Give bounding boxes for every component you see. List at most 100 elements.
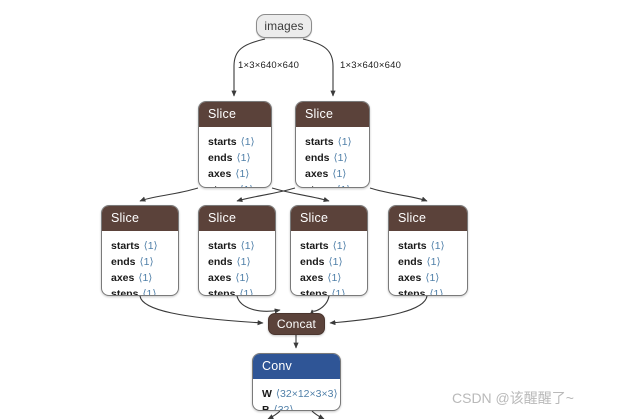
attr-name-axes: axes bbox=[208, 272, 232, 284]
attr-row-ends: ends⟨1⟩ bbox=[398, 254, 458, 270]
attr-row-weight: W⟨32×12×3×3⟩ bbox=[262, 386, 338, 402]
attr-value-steps: ⟨1⟩ bbox=[429, 288, 444, 296]
attr-name-steps: steps bbox=[300, 288, 328, 296]
attr-name-steps: steps bbox=[111, 288, 139, 296]
attr-value-starts: ⟨1⟩ bbox=[337, 136, 352, 148]
attr-row-ends: ends⟨1⟩ bbox=[208, 150, 262, 166]
attr-row-steps: steps⟨1⟩ bbox=[300, 286, 358, 296]
slice-node-top-2[interactable]: Slice starts⟨1⟩ ends⟨1⟩ axes⟨1⟩ steps⟨1⟩ bbox=[295, 101, 370, 188]
attr-row-axes: axes⟨1⟩ bbox=[398, 270, 458, 286]
attr-row-bias: B⟨32⟩ bbox=[262, 402, 331, 411]
slice-node-bottom-3[interactable]: Slice starts⟨1⟩ ends⟨1⟩ axes⟨1⟩ steps⟨1⟩ bbox=[290, 205, 368, 296]
slice-node-top-1-attrs: starts⟨1⟩ ends⟨1⟩ axes⟨1⟩ steps⟨1⟩ bbox=[199, 127, 271, 187]
attr-name-ends: ends bbox=[300, 256, 325, 268]
attr-name-starts: starts bbox=[208, 240, 237, 252]
attr-name-bias: B bbox=[262, 404, 270, 411]
attr-value-steps: ⟨1⟩ bbox=[336, 184, 350, 187]
attr-row-steps: steps⟨1⟩ bbox=[398, 286, 458, 296]
attr-row-steps: steps ⟨1⟩ bbox=[208, 182, 262, 187]
slice-node-bottom-2[interactable]: Slice starts⟨1⟩ ends⟨1⟩ axes⟨1⟩ steps⟨1⟩ bbox=[198, 205, 276, 296]
attr-name-steps: steps bbox=[208, 288, 236, 296]
slice-node-top-1-header: Slice bbox=[199, 102, 271, 127]
conv-node-attrs: W⟨32×12×3×3⟩ B⟨32⟩ bbox=[253, 379, 340, 411]
attr-value-ends: ⟨1⟩ bbox=[333, 152, 348, 164]
attr-row-steps: steps⟨1⟩ bbox=[208, 286, 266, 296]
attr-value-steps: ⟨1⟩ bbox=[142, 288, 157, 296]
attr-name-axes: axes bbox=[398, 272, 422, 284]
edge-slice-b-to-slice-4 bbox=[369, 187, 428, 202]
attr-value-axes: ⟨1⟩ bbox=[235, 272, 250, 284]
slice-node-bottom-2-header: Slice bbox=[199, 206, 275, 231]
edge-conv-out-right bbox=[311, 410, 325, 419]
concat-node[interactable]: Concat bbox=[268, 313, 325, 335]
slice-node-top-2-header: Slice bbox=[296, 102, 369, 127]
attr-name-starts: starts bbox=[398, 240, 427, 252]
attr-name-axes: axes bbox=[208, 168, 232, 180]
slice-node-top-1[interactable]: Slice starts⟨1⟩ ends⟨1⟩ axes⟨1⟩ steps⟨1⟩ bbox=[198, 101, 272, 188]
attr-name-steps: steps bbox=[305, 184, 332, 187]
slice-node-bottom-4-attrs: starts⟨1⟩ ends⟨1⟩ axes⟨1⟩ steps⟨1⟩ bbox=[389, 231, 467, 296]
edge-slice-2-to-concat bbox=[236, 295, 281, 314]
edge-slice-b-to-slice-2 bbox=[236, 187, 296, 202]
slice-node-top-2-attrs: starts⟨1⟩ ends⟨1⟩ axes⟨1⟩ steps⟨1⟩ bbox=[296, 127, 369, 187]
attr-value-ends: ⟨1⟩ bbox=[426, 256, 441, 268]
attr-row-axes: axes⟨1⟩ bbox=[111, 270, 169, 286]
attr-name-steps: steps bbox=[208, 184, 235, 187]
attr-value-starts: ⟨1⟩ bbox=[430, 240, 445, 252]
slice-node-bottom-1-header: Slice bbox=[102, 206, 178, 231]
attr-value-axes: ⟨1⟩ bbox=[425, 272, 440, 284]
edge-label-right: 1×3×640×640 bbox=[340, 60, 402, 71]
attr-value-ends: ⟨1⟩ bbox=[328, 256, 343, 268]
attr-value-axes: ⟨1⟩ bbox=[332, 168, 347, 180]
edge-images-to-slice-b bbox=[302, 38, 336, 97]
attr-name-axes: axes bbox=[305, 168, 329, 180]
attr-name-ends: ends bbox=[305, 152, 330, 164]
slice-node-bottom-4[interactable]: Slice starts⟨1⟩ ends⟨1⟩ axes⟨1⟩ steps⟨1⟩ bbox=[388, 205, 468, 296]
attr-value-steps: ⟨1⟩ bbox=[239, 288, 254, 296]
attr-value-starts: ⟨1⟩ bbox=[240, 136, 255, 148]
attr-name-steps: steps bbox=[398, 288, 426, 296]
attr-name-starts: starts bbox=[111, 240, 140, 252]
attr-row-starts: starts⟨1⟩ bbox=[111, 238, 169, 254]
edge-slice-3-to-concat bbox=[309, 295, 330, 316]
attr-row-starts: starts⟨1⟩ bbox=[208, 238, 266, 254]
attr-row-ends: ends⟨1⟩ bbox=[305, 150, 360, 166]
edge-conv-out-left bbox=[267, 410, 281, 419]
attr-value-axes: ⟨1⟩ bbox=[327, 272, 342, 284]
attr-name-weight: W bbox=[262, 388, 272, 400]
attr-value-starts: ⟨1⟩ bbox=[332, 240, 347, 252]
attr-value-weight: ⟨32×12×3×3⟩ bbox=[275, 388, 338, 400]
attr-name-ends: ends bbox=[111, 256, 136, 268]
attr-value-steps: ⟨1⟩ bbox=[239, 184, 253, 187]
attr-value-starts: ⟨1⟩ bbox=[240, 240, 255, 252]
attr-row-axes: axes⟨1⟩ bbox=[208, 166, 262, 182]
attr-name-ends: ends bbox=[208, 152, 233, 164]
attr-name-axes: axes bbox=[300, 272, 324, 284]
attr-name-starts: starts bbox=[208, 136, 237, 148]
slice-node-bottom-1[interactable]: Slice starts⟨1⟩ ends⟨1⟩ axes⟨1⟩ steps⟨1⟩ bbox=[101, 205, 179, 296]
slice-node-bottom-3-header: Slice bbox=[291, 206, 367, 231]
attr-name-starts: starts bbox=[305, 136, 334, 148]
attr-value-ends: ⟨1⟩ bbox=[139, 256, 154, 268]
input-node-images[interactable]: images bbox=[256, 14, 312, 38]
attr-value-axes: ⟨1⟩ bbox=[235, 168, 250, 180]
attr-value-ends: ⟨1⟩ bbox=[236, 152, 251, 164]
conv-node[interactable]: Conv W⟨32×12×3×3⟩ B⟨32⟩ bbox=[252, 353, 341, 411]
concat-node-label: Concat bbox=[276, 317, 317, 331]
attr-row-ends: ends⟨1⟩ bbox=[111, 254, 169, 270]
attr-row-steps: steps ⟨1⟩ bbox=[305, 182, 360, 187]
attr-name-axes: axes bbox=[111, 272, 135, 284]
attr-name-starts: starts bbox=[300, 240, 329, 252]
attr-row-ends: ends⟨1⟩ bbox=[208, 254, 266, 270]
edge-slice-a-to-slice-3 bbox=[271, 187, 330, 202]
attr-row-axes: axes⟨1⟩ bbox=[300, 270, 358, 286]
attr-value-ends: ⟨1⟩ bbox=[236, 256, 251, 268]
attr-row-starts: starts⟨1⟩ bbox=[208, 134, 262, 150]
edge-slice-a-to-slice-1 bbox=[139, 187, 199, 202]
attr-row-starts: starts⟨1⟩ bbox=[305, 134, 360, 150]
attr-row-steps: steps⟨1⟩ bbox=[111, 286, 169, 296]
attr-row-starts: starts⟨1⟩ bbox=[398, 238, 458, 254]
slice-node-bottom-3-attrs: starts⟨1⟩ ends⟨1⟩ axes⟨1⟩ steps⟨1⟩ bbox=[291, 231, 367, 296]
conv-node-header: Conv bbox=[253, 354, 340, 379]
